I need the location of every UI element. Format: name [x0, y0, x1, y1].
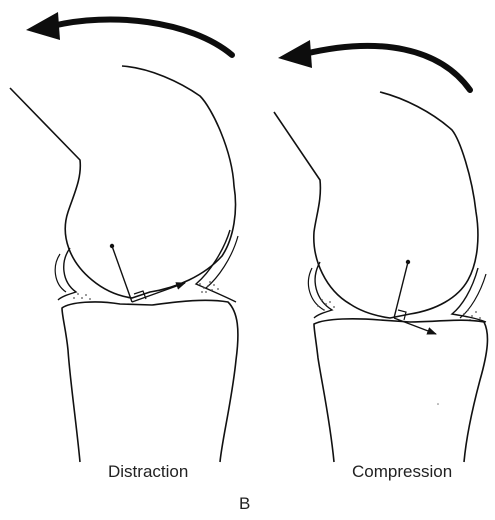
femur-right [274, 92, 478, 318]
caption-compression: Compression [352, 462, 452, 482]
rotation-arrow-right [278, 40, 470, 90]
rotation-arrow-left [26, 12, 232, 55]
meniscus-left-front [58, 248, 76, 300]
tibia-left [62, 300, 238, 462]
tibia-right [314, 319, 487, 462]
compression-panel [274, 40, 487, 462]
caption-distraction: Distraction [108, 462, 188, 482]
meniscus-right-back [452, 268, 486, 322]
tangent-vector-right [394, 318, 436, 334]
distraction-panel [10, 12, 238, 462]
figure-letter: B [239, 494, 250, 514]
femur-left [10, 66, 236, 298]
